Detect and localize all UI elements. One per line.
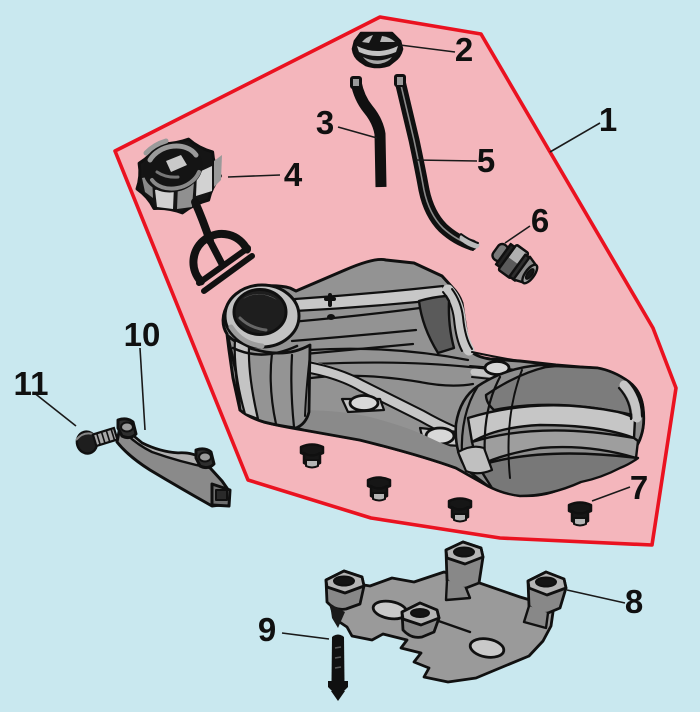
svg-text:9: 9 (258, 611, 276, 648)
svg-text:4: 4 (284, 156, 303, 193)
svg-text:10: 10 (124, 316, 161, 353)
svg-text:11: 11 (14, 365, 49, 402)
svg-text:2: 2 (455, 31, 473, 68)
svg-text:7: 7 (630, 469, 648, 506)
svg-text:8: 8 (625, 583, 643, 620)
svg-text:1: 1 (599, 101, 617, 138)
svg-text:3: 3 (316, 104, 334, 141)
svg-text:6: 6 (531, 202, 549, 239)
svg-text:5: 5 (477, 142, 495, 179)
